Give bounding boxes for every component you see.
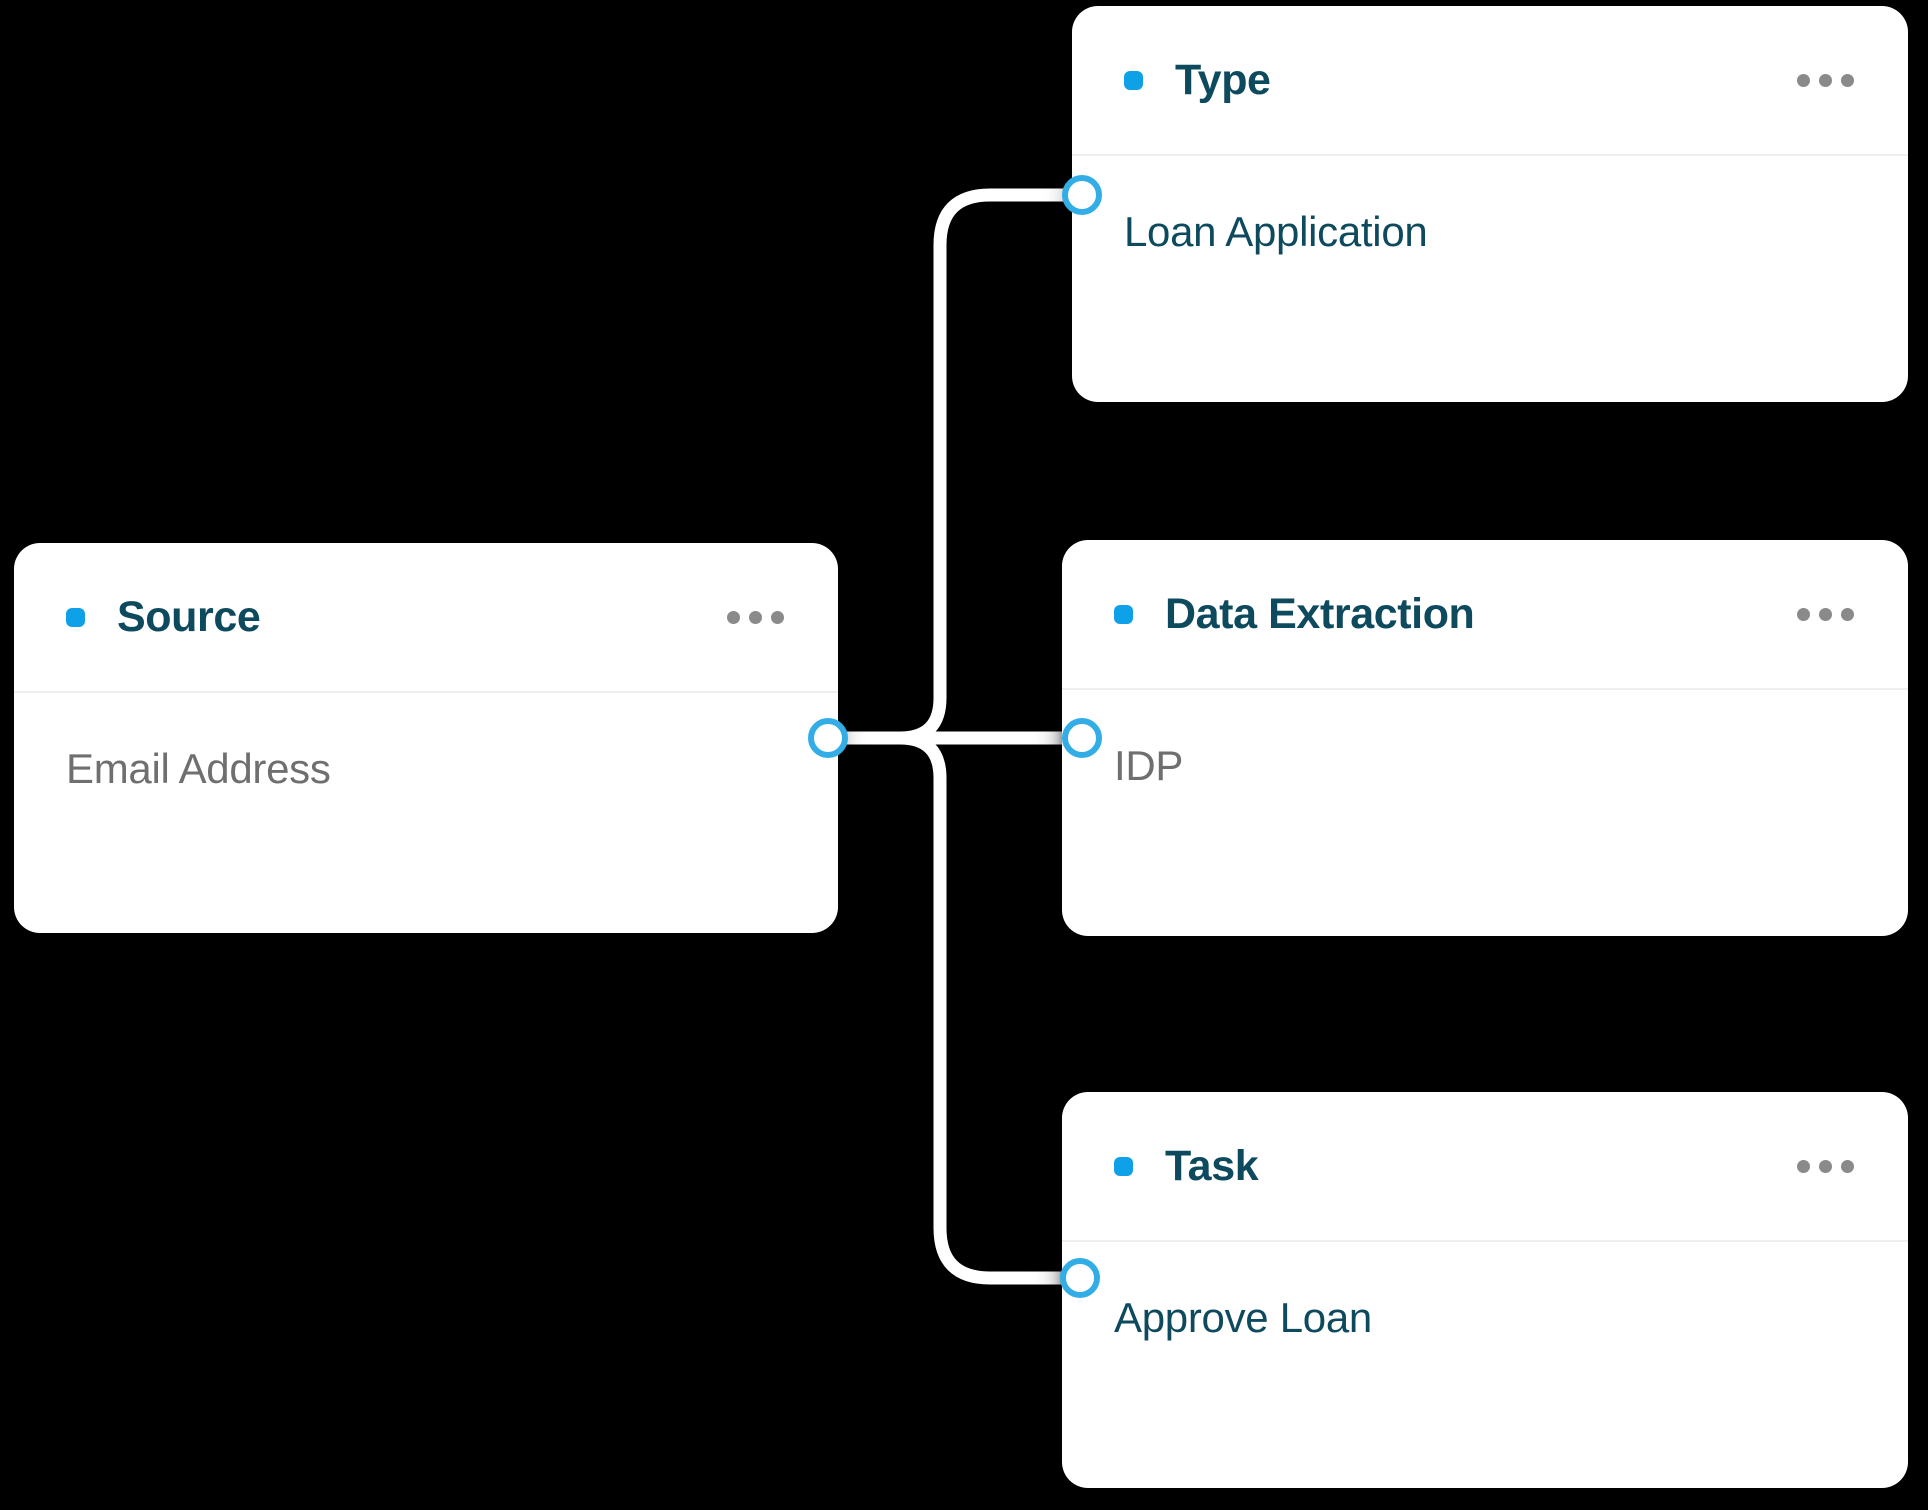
node-body-task: Approve Loan: [1062, 1242, 1908, 1488]
node-card-type[interactable]: Type Loan Application: [1072, 6, 1908, 402]
port-type-input[interactable]: [1062, 175, 1102, 215]
port-source-output[interactable]: [808, 718, 848, 758]
ellipsis-icon[interactable]: [1797, 73, 1854, 87]
node-body-data-extraction: IDP: [1062, 690, 1908, 936]
node-title: Task: [1165, 1141, 1259, 1190]
ellipsis-icon[interactable]: [727, 610, 784, 624]
node-card-data-extraction[interactable]: Data Extraction IDP: [1062, 540, 1908, 936]
node-title: Source: [117, 592, 261, 641]
node-value: Loan Application: [1124, 208, 1428, 255]
node-body-source: Email Address: [14, 693, 838, 933]
node-value: Approve Loan: [1114, 1294, 1372, 1341]
ellipsis-icon[interactable]: [1797, 1159, 1854, 1173]
node-type-dot-icon: [1114, 1156, 1133, 1176]
node-title: Data Extraction: [1165, 589, 1475, 638]
node-type-dot-icon: [1114, 604, 1133, 624]
port-task-input[interactable]: [1060, 1258, 1100, 1298]
edge-source-to-type: [821, 188, 1089, 745]
port-data-extraction-input[interactable]: [1062, 718, 1102, 758]
node-header-data-extraction: Data Extraction: [1062, 540, 1908, 690]
edge-source-to-task: [821, 731, 1089, 1285]
node-header-type: Type: [1072, 6, 1908, 156]
node-type-dot-icon: [1124, 70, 1143, 90]
node-title: Type: [1175, 55, 1271, 104]
node-value: Email Address: [66, 745, 331, 792]
node-value: IDP: [1114, 742, 1184, 789]
ellipsis-icon[interactable]: [1797, 607, 1854, 621]
node-header-source: Source: [14, 543, 838, 693]
node-card-source[interactable]: Source Email Address: [14, 543, 838, 933]
node-type-dot-icon: [66, 607, 85, 627]
node-body-type: Loan Application: [1072, 156, 1908, 402]
node-header-task: Task: [1062, 1092, 1908, 1242]
node-card-task[interactable]: Task Approve Loan: [1062, 1092, 1908, 1488]
